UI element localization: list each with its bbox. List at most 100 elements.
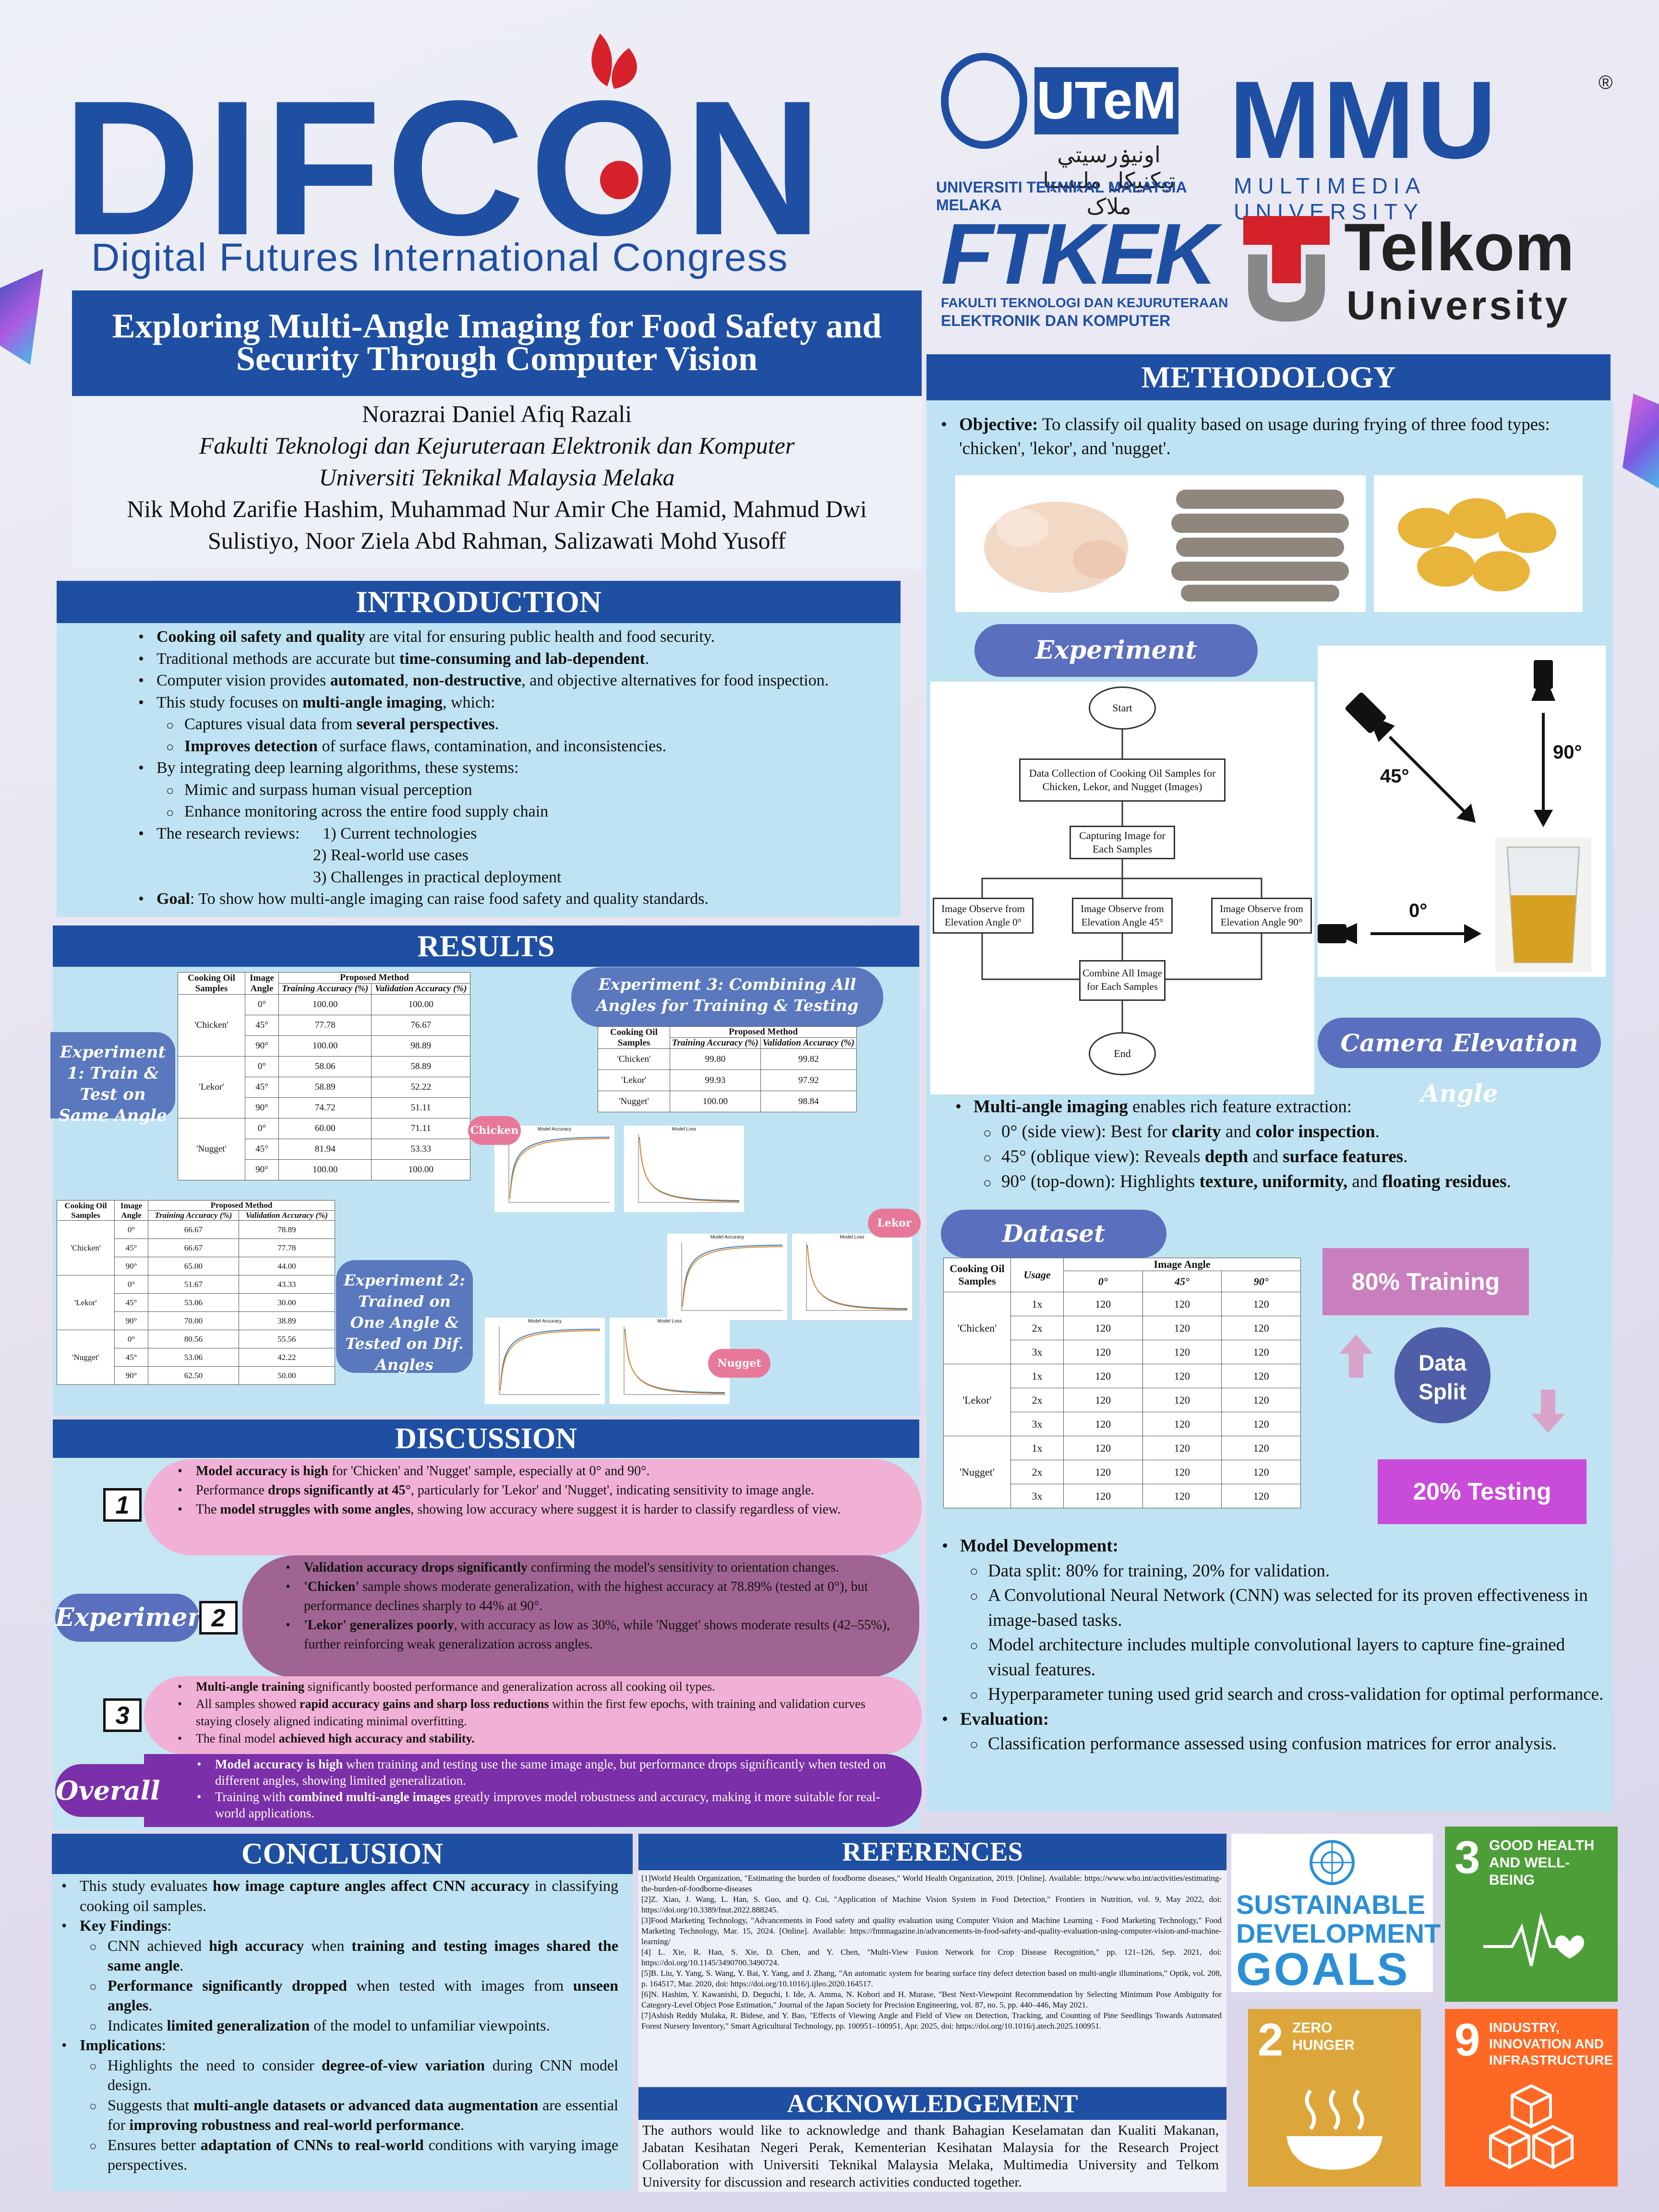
- t1-th-pm: Proposed Method: [278, 972, 470, 984]
- camera-arrows: [1318, 660, 1591, 972]
- curve-lines: [624, 1326, 725, 1395]
- t2-angle: 45°: [114, 1238, 148, 1257]
- sdg-logo-line1: SUSTAINABLE: [1236, 1889, 1426, 1920]
- references-heading: REFERENCES: [638, 1834, 1226, 1870]
- t1-val: 53.33: [371, 1139, 470, 1160]
- intro-review-2: 2) Real-world use cases: [313, 846, 469, 864]
- t2-sample: 'Lekor': [57, 1275, 115, 1330]
- mmu-logo: MMU ® MULTIMEDIA UNIVERSITY: [1229, 65, 1613, 225]
- ds-count: 120: [1142, 1316, 1222, 1340]
- discussion-number-3: 3: [103, 1698, 142, 1732]
- dataset-summary-table: Cooking Oil Samples Usage Image Angle 0°…: [943, 1258, 1301, 1508]
- multi-angle-45: 45° (oblique view): Reveals depth and su…: [983, 1144, 1608, 1171]
- t3-sample: 'Chicken': [598, 1048, 670, 1070]
- intro-sub-5b: Enhance monitoring across the entire foo…: [166, 801, 901, 824]
- ds-count: 120: [1142, 1292, 1222, 1316]
- t2-th-va: Validation Accuracy (%): [238, 1210, 336, 1221]
- conclusion-key-findings: Key Findings: CNN achieved high accuracy…: [61, 1916, 618, 2037]
- t1-train: 100.00: [278, 1159, 372, 1180]
- model-dev-1: Data split: 80% for training, 20% for va…: [970, 1559, 1604, 1584]
- ds-usage: 1x: [1010, 1292, 1064, 1316]
- flow-observe-45: Image Observe from Elevation Angle 45°: [1072, 898, 1173, 934]
- discussion-point: Performance drops significantly at 45°, …: [178, 1481, 902, 1500]
- t1-th-oil: Cooking Oil Samples: [178, 972, 245, 995]
- intro-bullet-6: The research reviews:1) Current technolo…: [138, 823, 901, 889]
- discussion-point: 'Chicken' sample shows moderate generali…: [286, 1577, 900, 1616]
- evaluation-1: Classification performance assessed usin…: [970, 1731, 1604, 1757]
- discussion-number-1: 1: [103, 1488, 142, 1522]
- arrow-up-icon: [1339, 1334, 1373, 1378]
- flow-start: Start: [1089, 686, 1156, 730]
- ds-th-a0: 0°: [1063, 1271, 1143, 1292]
- ds-count: 120: [1142, 1412, 1222, 1436]
- conclusion-finding-3: Indicates limited generalization of the …: [89, 2016, 618, 2037]
- flowchart-lines: [981, 730, 1262, 1032]
- discussion-number-2: 2: [199, 1601, 238, 1635]
- discussion-point: All samples showed rapid accuracy gains …: [178, 1695, 902, 1730]
- ds-usage: 1x: [1010, 1436, 1064, 1460]
- poster-title: Exploring Multi-Angle Imaging for Food S…: [72, 290, 922, 396]
- lekor-image: [1171, 490, 1349, 601]
- tag-nugget: Nugget: [708, 1349, 770, 1378]
- t2-val: 55.56: [238, 1330, 336, 1348]
- intro-bullet-1: Cooking oil safety and quality are vital…: [138, 626, 901, 648]
- t2-val: 78.89: [238, 1220, 336, 1239]
- t2-angle: 90°: [114, 1366, 148, 1385]
- author-coauthors-1: Nik Mohd Zarifie Hashim, Muhammad Nur Am…: [127, 495, 867, 522]
- author-faculty: Fakulti Teknologi dan Kejuruteraan Elekt…: [199, 432, 795, 459]
- curve-lines: [806, 1242, 908, 1311]
- t2-train: 53.06: [148, 1293, 239, 1312]
- discussion-overall-label: Overall: [55, 1764, 161, 1817]
- curve-lines: [508, 1134, 610, 1203]
- photo-chicken: [955, 475, 1159, 612]
- curve-lines: [638, 1134, 740, 1203]
- t2-val: 50.00: [238, 1366, 336, 1385]
- photo-nugget: [1374, 475, 1583, 612]
- ds-count: 120: [1063, 1388, 1143, 1412]
- t2-val: 38.89: [238, 1311, 336, 1330]
- t1-sample: 'Nugget': [178, 1118, 245, 1180]
- flow-combine: Combine All Image for Each Samples: [1079, 960, 1166, 1001]
- flow-observe-0: Image Observe from Elevation Angle 0°: [933, 898, 1034, 934]
- reference-item: [7]Ashish Reddy Mulaka, R. Bidese, and Y…: [641, 2011, 1222, 2031]
- conclusion-bullet-1: This study evaluates how image capture a…: [61, 1876, 618, 1916]
- photo-lekor: [1157, 475, 1366, 612]
- discussion-1-box: Model accuracy is high for 'Chicken' and…: [144, 1459, 922, 1555]
- sdg-3-text: GOOD HEALTH AND WELL-BEING: [1489, 1838, 1595, 1888]
- t3-val: 97.92: [760, 1070, 857, 1091]
- ds-usage: 3x: [1010, 1412, 1064, 1436]
- t1-val: 100.00: [371, 994, 470, 1015]
- camera-angle-45: 45°: [1380, 766, 1409, 787]
- t2-sample: 'Nugget': [57, 1330, 115, 1385]
- conclusion-panel: This study evaluates how image capture a…: [52, 1874, 633, 2191]
- discussion-overall-box: Model accuracy is high when training and…: [144, 1754, 922, 1827]
- t1-train: 58.89: [278, 1077, 372, 1098]
- cubes-icon: [1489, 2084, 1574, 2169]
- discussion-point: Validation accuracy drops significantly …: [286, 1558, 900, 1577]
- conclusion-heading: CONCLUSION: [52, 1834, 633, 1874]
- t1-train: 77.78: [278, 1015, 372, 1036]
- results-heading: RESULTS: [53, 926, 919, 967]
- ds-count: 120: [1142, 1484, 1222, 1508]
- evaluation-bullet: Evaluation: Classification performance a…: [942, 1707, 1604, 1757]
- t1-angle: 0°: [245, 1056, 279, 1077]
- reference-item: [1]World Health Organization, "Estimatin…: [641, 1874, 1222, 1893]
- introduction-heading: INTRODUCTION: [57, 581, 901, 623]
- t1-train: 60.00: [278, 1118, 372, 1139]
- t1-val: 51.11: [371, 1097, 470, 1118]
- bowl-icon: [1286, 2089, 1382, 2170]
- experiment-flowchart: Start Data Collection of Cooking Oil Sam…: [930, 682, 1314, 1094]
- results-exp2-label: Experiment 2: Trained on One Angle & Tes…: [336, 1260, 473, 1374]
- ftkek-name: FTKEK: [941, 206, 1217, 302]
- discussion-point: 'Lekor' generalizes poorly, with accurac…: [286, 1616, 900, 1654]
- model-dev-4: Hyperparameter tuning used grid search a…: [970, 1682, 1604, 1708]
- t2-val: 43.33: [238, 1275, 336, 1294]
- ds-sample: 'Nugget': [943, 1436, 1011, 1508]
- t1-train: 81.94: [278, 1139, 372, 1160]
